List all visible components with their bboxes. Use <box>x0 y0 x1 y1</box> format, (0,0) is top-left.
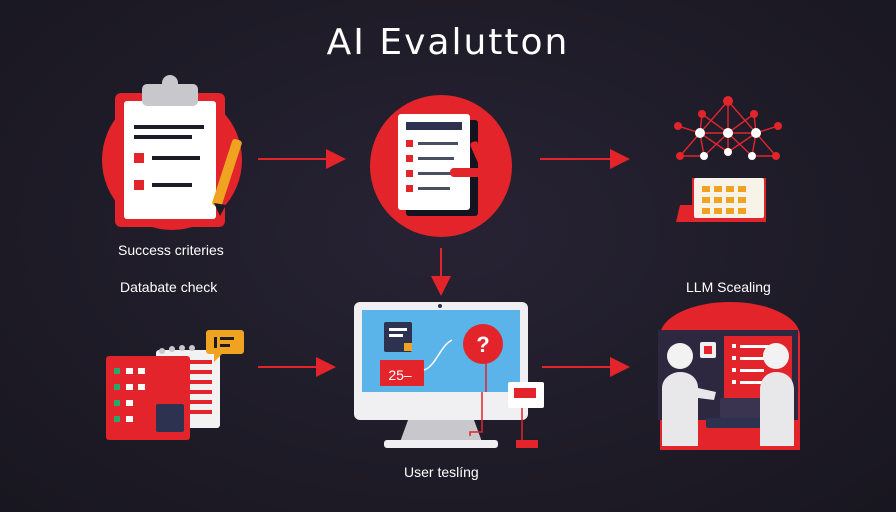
neural-network-icon <box>674 96 782 222</box>
screen-text-value: 25– <box>388 367 412 383</box>
question-mark-icon: ? <box>476 332 489 357</box>
label-llm-scaling: LLM Scealing <box>686 279 771 295</box>
document-review-icon <box>370 95 512 237</box>
label-database-check: Databate check <box>120 279 218 295</box>
database-cards-icon <box>106 330 244 440</box>
clipboard-checklist-icon <box>102 75 242 230</box>
label-success-criteria: Success criteries <box>118 242 224 258</box>
monitor-test-icon <box>354 302 544 448</box>
label-user-testing: User teslíng <box>404 464 479 480</box>
page-title: AI Evalutton <box>326 22 570 63</box>
people-presentation-icon <box>658 302 800 450</box>
